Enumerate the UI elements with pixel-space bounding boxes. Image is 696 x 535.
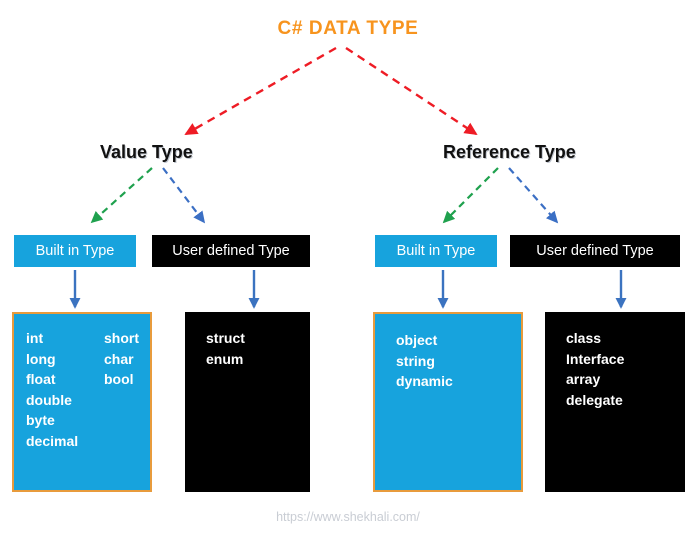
type-item: dynamic — [396, 373, 453, 389]
type-item: float — [26, 371, 56, 387]
type-item: class — [566, 330, 602, 346]
type-column-2: short char bool — [96, 328, 139, 451]
heading-value-type: Value Type — [100, 142, 193, 162]
type-item: object — [396, 332, 438, 348]
footer-url: https://www.shekhali.com/ — [276, 510, 420, 524]
type-column-1: struct enum — [185, 328, 276, 369]
type-column-2 — [276, 328, 284, 369]
type-item: long — [26, 350, 56, 367]
category-label: User defined Type — [172, 243, 290, 259]
heading-reference-type: Reference Type — [443, 142, 576, 162]
category-label: Built in Type — [396, 243, 476, 259]
type-item: enum — [206, 350, 244, 367]
type-column-1: object string dynamic — [375, 330, 466, 392]
list-box-value-userdefined: struct enum — [185, 312, 310, 492]
type-item: bool — [104, 371, 134, 387]
type-item: struct — [206, 330, 245, 346]
type-item: short — [104, 330, 139, 346]
arrow-reference-to-builtin — [442, 167, 499, 224]
type-column-2 — [636, 328, 644, 410]
category-label: Built in Type — [35, 243, 115, 259]
type-item: double — [26, 391, 72, 408]
arrow-value-to-builtin — [90, 167, 153, 224]
type-column-2 — [466, 330, 474, 392]
category-box-reference-userdefined: User defined Type — [510, 235, 680, 267]
type-item: decimal — [26, 432, 79, 449]
arrow-title-to-reference-type — [345, 46, 478, 136]
arrow-title-to-value-type — [184, 46, 337, 136]
category-box-reference-builtin: Built in Type — [375, 235, 497, 267]
type-item: string — [396, 352, 435, 369]
type-item: array — [566, 371, 601, 387]
list-box-reference-builtin: object string dynamic — [373, 312, 523, 492]
category-label: User defined Type — [536, 243, 654, 259]
type-column-1: int long float double byte decimal — [14, 328, 96, 451]
type-item: delegate — [566, 391, 623, 408]
category-box-value-builtin: Built in Type — [14, 235, 136, 267]
arrow-reference-to-userdefined — [508, 167, 559, 224]
type-item: int — [26, 330, 44, 346]
type-item: char — [104, 350, 134, 367]
type-item: byte — [26, 412, 55, 428]
type-item: Interface — [566, 350, 625, 367]
list-box-value-builtin: int long float double byte decimal short char b… — [12, 312, 152, 492]
page-title: C# DATA TYPE — [277, 18, 419, 39]
arrow-value-to-userdefined — [162, 167, 206, 224]
category-box-value-userdefined: User defined Type — [152, 235, 310, 267]
